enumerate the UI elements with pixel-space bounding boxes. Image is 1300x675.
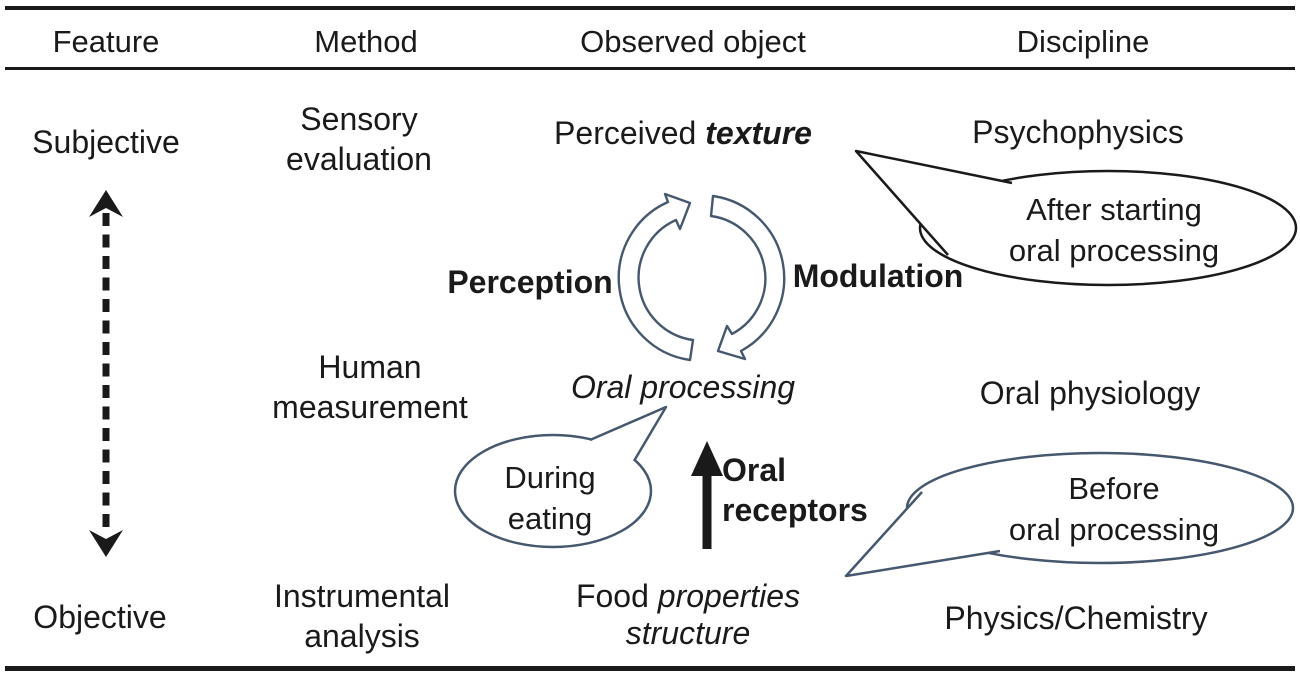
bubble-during-line2: eating [507,501,593,536]
feature-subjective-label: Subjective [32,124,180,160]
bubble-during-text: During eating [504,457,595,539]
discipline-psychophysics: Psychophysics [972,114,1184,150]
method-instrumental-line2: analysis [304,618,420,654]
method-human-line1: Human [318,349,422,385]
method-instrumental-line1: Instrumental [273,578,451,614]
perceived-prefix: Perceived [554,115,706,151]
method-instrumental-analysis: Instrumental analysis [274,576,450,656]
bottom-rule [5,666,1295,671]
cycle-label-modulation: Modulation [792,258,964,294]
cycle-arrow-left-icon [617,192,695,362]
column-header-discipline: Discipline [1016,24,1150,59]
bubble-before-line2: oral processing [1008,512,1220,547]
method-human-line2: measurement [272,389,468,425]
food-properties-emphasis: properties [657,578,801,614]
speech-bubble-during [453,405,668,549]
bubble-during-line1: During [504,460,596,495]
discipline-physics-chemistry: Physics/Chemistry [944,600,1208,636]
bubble-after-text: After starting oral processing [1009,189,1219,271]
bubble-before-line1: Before [1068,471,1160,506]
up-arrow-icon [691,441,723,549]
observed-oral-processing: Oral processing [570,369,796,405]
speech-bubble-after [854,149,1298,287]
cycle-arrow-right-icon [709,194,786,361]
feature-objective-label: Objective [33,599,167,635]
dashed-double-arrow-icon [89,190,123,557]
top-rule [5,6,1295,10]
observed-perceived-texture: Perceived texture [554,113,812,153]
method-sensory-line1: Sensory [300,101,418,137]
oral-receptors-line1: Oral [722,452,787,488]
method-sensory-line2: evaluation [286,141,432,177]
cycle-label-perception: Perception [447,264,613,300]
oral-receptors-label: Oral receptors [722,450,868,530]
food-prefix: Food [575,578,658,614]
header-underline-rule [5,67,1295,70]
method-human-measurement: Human measurement [272,347,468,427]
column-header-method: Method [314,24,418,59]
bubble-after-line1: After starting [1026,192,1202,227]
bubble-before-text: Before oral processing [1009,468,1219,550]
observed-food-properties-structure: Food properties structure [576,578,800,652]
bubble-after-line2: oral processing [1008,233,1220,268]
column-header-feature: Feature [52,24,160,59]
method-sensory-evaluation: Sensory evaluation [286,99,432,179]
speech-bubble-before [844,451,1295,578]
column-header-observed-object: Observed object [580,24,806,59]
oral-receptors-line2: receptors [722,492,868,528]
perceived-texture-emphasis: texture [705,115,812,151]
food-structure-emphasis: structure [625,615,751,651]
discipline-oral-physiology: Oral physiology [979,375,1201,411]
